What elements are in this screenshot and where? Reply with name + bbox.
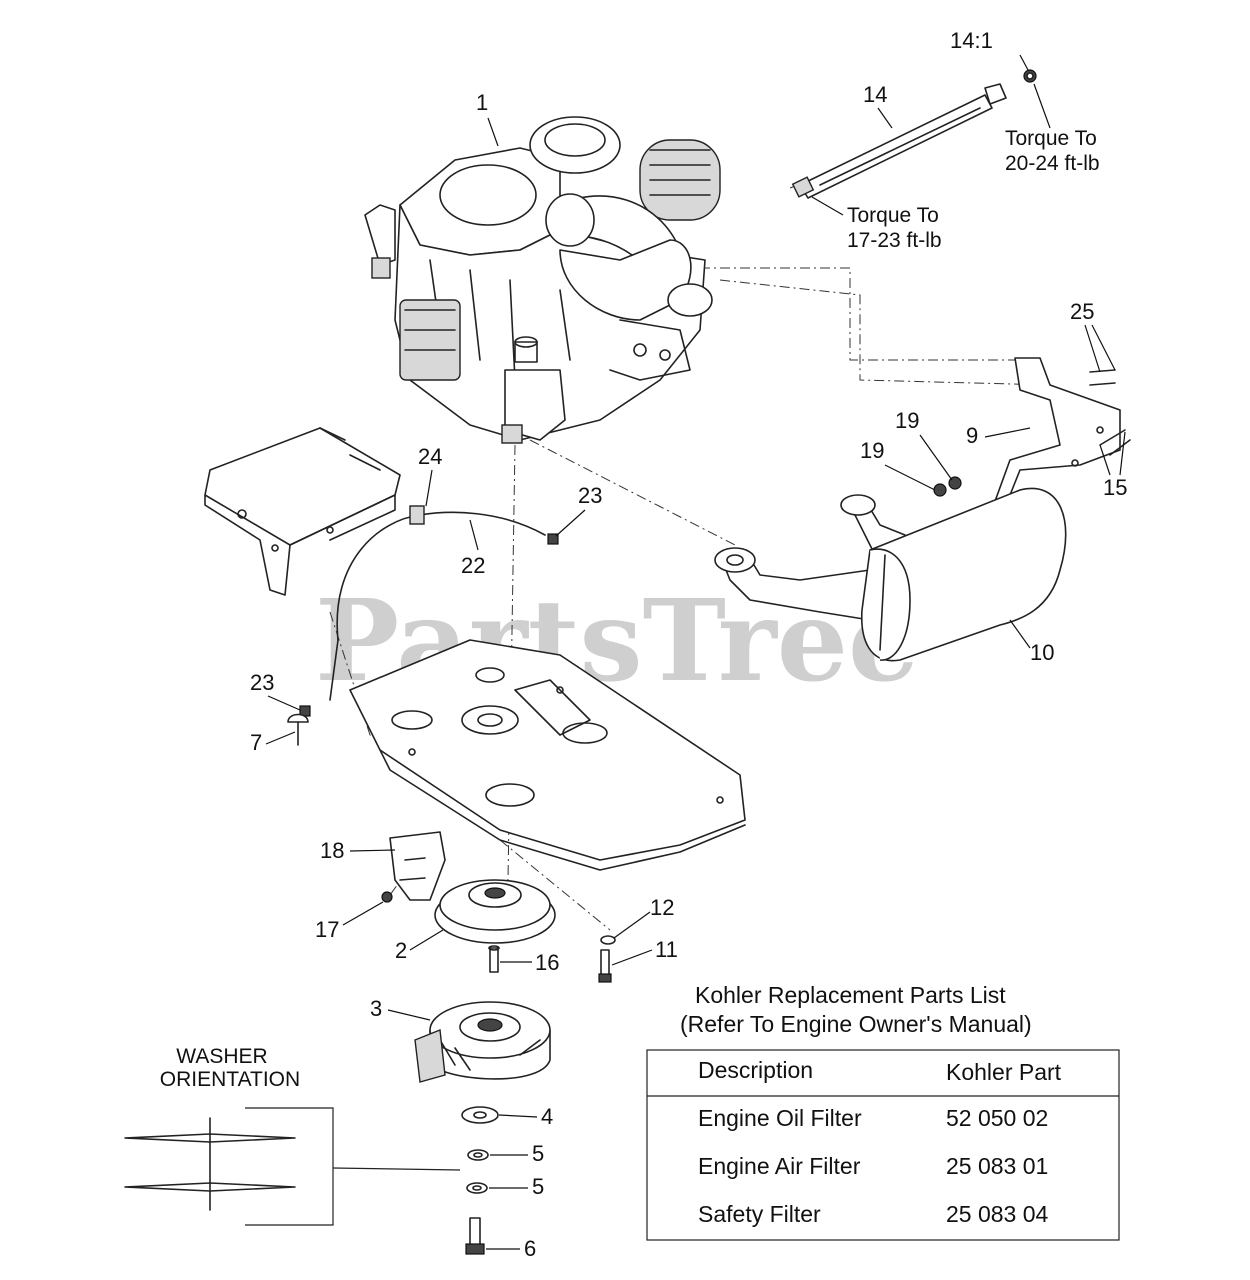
callout-hose-clamp: 24 — [418, 444, 442, 469]
washer-orientation-detail: WASHER ORIENTATION — [124, 1045, 461, 1226]
anchor-bracket — [381, 831, 446, 903]
callout-hose-end: 14:1 — [950, 28, 993, 53]
callout-pulley: 2 — [395, 938, 407, 963]
torque-hose-end-line1: Torque To — [1005, 127, 1097, 150]
callout-clutch: 3 — [370, 996, 382, 1021]
callout-clamp-left: 23 — [250, 670, 274, 695]
callout-nut-anchor: 17 — [315, 917, 339, 942]
torque-hose-end-line2: 20-24 ft-lb — [1005, 152, 1100, 175]
callout-center-bolt: 6 — [524, 1236, 536, 1261]
callout-nut-lower: 19 — [860, 438, 884, 463]
washer-orientation-line2: ORIENTATION — [160, 1068, 300, 1091]
parts-list-title: Kohler Replacement Parts List — [695, 982, 1006, 1008]
fuel-line — [299, 505, 559, 717]
parts-list-table-border — [646, 1049, 1120, 1241]
callout-washer-upper: 5 — [532, 1141, 544, 1166]
parts-list-row-description: Engine Air Filter — [698, 1153, 861, 1179]
callout-bracket: 9 — [966, 423, 978, 448]
engine-deck-plate — [349, 639, 746, 871]
pulley — [434, 879, 556, 944]
callouts: 1 14:1 14 25 9 15 19 19 10 24 23 22 23 7… — [250, 28, 1127, 1261]
callout-anchor-bracket: 18 — [320, 838, 344, 863]
center-hardware — [461, 1106, 499, 1255]
parts-list-row-part: 52 050 02 — [946, 1105, 1048, 1131]
callout-bolt-short: 16 — [535, 950, 559, 975]
kohler-parts-list: Kohler Replacement Parts List (Refer To … — [646, 982, 1120, 1241]
torque-hose-fitting-line1: Torque To — [847, 204, 939, 227]
muffler — [714, 476, 1067, 662]
oil-hose — [791, 69, 1037, 199]
small-hardware — [488, 935, 616, 983]
callout-muffler: 10 — [1030, 640, 1054, 665]
parts-list-header-part: Kohler Part — [946, 1059, 1062, 1085]
callout-engine: 1 — [476, 90, 488, 115]
callout-washer-lower: 5 — [532, 1174, 544, 1199]
engine-shield — [204, 427, 401, 596]
callout-rivet: 7 — [250, 730, 262, 755]
parts-list-row-description: Safety Filter — [698, 1201, 821, 1227]
torque-hose-fitting-line2: 17-23 ft-lb — [847, 229, 942, 252]
callout-bolt-right: 11 — [655, 937, 678, 962]
washer-orientation-line1: WASHER — [176, 1045, 267, 1068]
callout-oil-hose: 14 — [863, 82, 887, 107]
parts-list-header-description: Description — [698, 1057, 813, 1083]
parts-list-row-description: Engine Oil Filter — [698, 1105, 862, 1131]
engine — [364, 116, 721, 444]
callout-fuel-line: 22 — [461, 553, 485, 578]
callout-bracket-bolts-upper: 25 — [1070, 299, 1094, 324]
parts-list-subtitle: (Refer To Engine Owner's Manual) — [680, 1011, 1032, 1037]
bracket-bolts — [1089, 369, 1131, 456]
clutch — [414, 1001, 551, 1083]
torque-notes: Torque To 20-24 ft-lb Torque To 17-23 ft… — [811, 83, 1100, 252]
callout-nut-upper: 19 — [895, 408, 919, 433]
callout-washer-large: 4 — [541, 1104, 553, 1129]
parts-list-row-part: 25 083 04 — [946, 1201, 1049, 1227]
parts-list-row-part: 25 083 01 — [946, 1153, 1048, 1179]
callout-bracket-bolts-lower: 15 — [1103, 475, 1127, 500]
callout-washer-right: 12 — [650, 895, 674, 920]
callout-clamp-right: 23 — [578, 483, 602, 508]
